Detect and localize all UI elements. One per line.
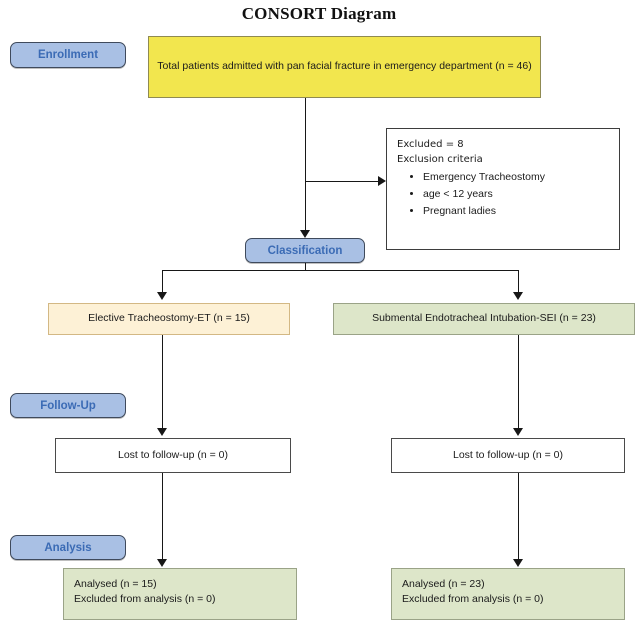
node-lost-followup-left: Lost to follow-up (n = 0) — [55, 438, 291, 473]
node-enrollment-total-text: Total patients admitted with pan facial … — [157, 60, 532, 73]
connector-arm-left-to-lost — [162, 335, 163, 430]
connector-split-right — [518, 270, 519, 294]
stage-label-followup: Follow-Up — [10, 393, 126, 418]
arrowhead-analysed-right — [513, 559, 523, 567]
connector-arm-right-to-lost — [518, 335, 519, 430]
connector-lost-left-to-analysed — [162, 473, 163, 561]
node-arm-elective-tracheostomy-text: Elective Tracheostomy-ET (n = 15) — [88, 312, 250, 325]
node-enrollment-total: Total patients admitted with pan facial … — [148, 36, 541, 98]
node-arm-elective-tracheostomy: Elective Tracheostomy-ET (n = 15) — [48, 303, 290, 335]
connector-split-horizontal — [162, 270, 519, 271]
stage-label-followup-text: Follow-Up — [40, 399, 96, 412]
connector-enrollment-to-classification — [305, 98, 306, 232]
arrowhead-arm-left — [157, 292, 167, 300]
arrowhead-analysed-left — [157, 559, 167, 567]
exclusion-criteria-list: Emergency Tracheostomy age < 12 years Pr… — [397, 169, 545, 220]
connector-classification-stem — [305, 263, 306, 271]
stage-label-analysis-text: Analysis — [44, 541, 92, 554]
stage-label-analysis: Analysis — [10, 535, 126, 560]
exclusion-criteria-item: age < 12 years — [423, 187, 545, 203]
connector-split-left — [162, 270, 163, 294]
stage-label-classification: Classification — [245, 238, 365, 263]
connector-enrollment-to-excluded — [305, 181, 379, 182]
node-excluded: Excluded = 8 Exclusion criteria Emergenc… — [386, 128, 620, 250]
arrowhead-lost-left — [157, 428, 167, 436]
arrowhead-lost-right — [513, 428, 523, 436]
page-title: CONSORT Diagram — [241, 4, 397, 23]
node-analysed-right-text: Analysed (n = 23) Excluded from analysis… — [402, 578, 544, 606]
node-analysed-left: Analysed (n = 15) Excluded from analysis… — [63, 568, 297, 620]
arrowhead-classification — [300, 230, 310, 238]
exclusion-criteria-item: Emergency Tracheostomy — [423, 170, 545, 186]
node-lost-followup-right-text: Lost to follow-up (n = 0) — [452, 448, 563, 461]
node-arm-submental-intubation-text: Submental Endotracheal Intubation-SEI (n… — [372, 312, 596, 325]
arrowhead-arm-right — [513, 292, 523, 300]
exclusion-criteria-item: Pregnant ladies — [423, 204, 545, 220]
node-analysed-left-text: Analysed (n = 15) Excluded from analysis… — [74, 578, 216, 606]
node-lost-followup-right: Lost to follow-up (n = 0) — [391, 438, 625, 473]
node-lost-followup-left-text: Lost to follow-up (n = 0) — [117, 448, 228, 461]
arrowhead-excluded — [378, 176, 386, 186]
node-excluded-criteria-heading: Exclusion criteria — [397, 154, 483, 165]
stage-label-classification-text: Classification — [267, 244, 343, 257]
node-arm-submental-intubation: Submental Endotracheal Intubation-SEI (n… — [333, 303, 635, 335]
node-analysed-right: Analysed (n = 23) Excluded from analysis… — [391, 568, 625, 620]
stage-label-enrollment-text: Enrollment — [37, 49, 99, 61]
node-excluded-count: Excluded = 8 — [397, 139, 464, 150]
stage-label-enrollment: Enrollment — [10, 42, 126, 68]
connector-lost-right-to-analysed — [518, 473, 519, 561]
